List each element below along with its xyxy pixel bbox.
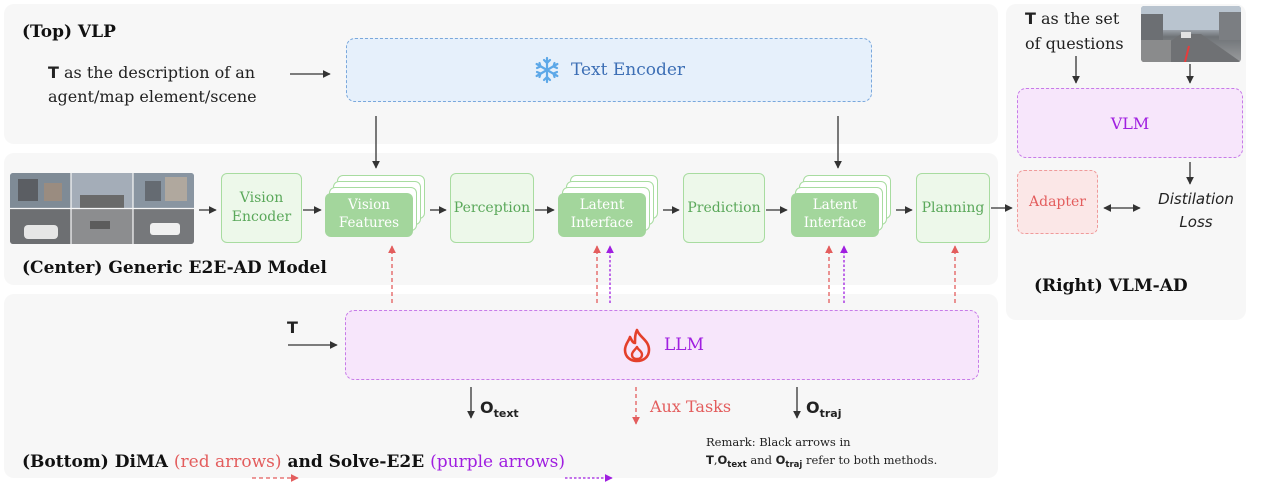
latent-interface-1-line2: Interface [570,215,634,231]
remark-o2-sub: traj [785,460,803,470]
distill-line2: Loss [1179,213,1213,231]
purple-arrows-label: (purple arrows) [430,452,566,472]
red-arrows-label: (red arrows) [173,452,282,472]
llm-label: LLM [664,335,704,355]
bottom-title-and: and Solve-E2E [287,452,425,472]
remark-text: Remark: Black arrows in T,Otext and Otra… [706,433,937,474]
remark-t: T [706,453,714,467]
o-traj-symbol: O [806,398,820,417]
aux-tasks-label: Aux Tasks [650,397,732,416]
center-panel-title: (Center) Generic E2E-AD Model [22,258,327,278]
prediction-box: Prediction [683,173,765,243]
vision-encoder-line2: Encoder [231,209,292,225]
latent-interface-2-line1: Latent [812,197,858,214]
latent-interface-2-line2: Interface [803,215,867,231]
adapter-box: Adapter [1017,170,1098,234]
o-traj-subscript: traj [819,407,842,420]
o-text-output: Otext [480,398,519,420]
snowflake-icon [535,56,559,84]
top-t-symbol: T [48,63,59,82]
driving-scene-graphic [10,173,194,244]
vlm-label: VLM [1110,113,1150,133]
remark-o1: O [717,453,728,467]
top-panel-title: (Top) VLP [22,22,116,42]
latent-interface-1-line1: Latent [579,197,625,214]
perception-label: Perception [453,199,531,216]
vision-encoder-line1: Vision [239,190,284,207]
right-panel-title: (Right) VLM-AD [1034,276,1188,296]
text-encoder-label: Text Encoder [570,60,686,80]
planning-box: Planning [916,173,990,243]
bottom-t-input: T [287,318,298,337]
top-desc-line2: agent/map element/scene [48,87,257,106]
driving-scene-image [10,173,194,244]
bottom-title-prefix: (Bottom) DiMA [22,452,168,472]
text-encoder-box: Text Encoder [346,38,872,102]
remark-o1-sub: text [727,460,747,470]
vlm-box: VLM [1017,88,1243,158]
planning-label: Planning [921,199,985,216]
fire-icon [623,328,651,363]
top-description: T as the description of an [48,62,255,84]
remark-line2: T,Otext and Otraj refer to both methods. [706,453,938,470]
adapter-label: Adapter [1029,194,1086,210]
llm-box: LLM [345,310,979,380]
top-desc-line1: as the description of an [64,63,256,82]
distillation-loss-label: Distilation Loss [1144,188,1248,234]
prediction-label: Prediction [687,199,761,216]
perception-box: Perception [450,173,534,243]
o-text-symbol: O [480,398,494,417]
remark-o2: O [775,453,786,467]
right-q-line1: as the set [1041,9,1120,28]
remark-tail: refer to both methods. [805,453,938,467]
right-t-symbol: T [1025,9,1036,28]
vision-features-line2: Features [338,215,400,231]
vision-features-line1: Vision [348,197,390,214]
right-question-text: T as the set [1025,8,1119,30]
distill-line1: Distilation [1158,190,1234,208]
front-camera-image [1141,6,1241,62]
remark-line1: Remark: Black arrows in [706,435,851,449]
right-q-line2: of questions [1025,34,1124,53]
o-text-subscript: text [493,407,519,420]
bottom-panel-title: (Bottom) DiMA (red arrows) and Solve-E2E… [22,452,565,472]
o-traj-output: Otraj [806,398,842,420]
front-camera-graphic [1141,6,1241,62]
remark-and: and [750,453,772,467]
